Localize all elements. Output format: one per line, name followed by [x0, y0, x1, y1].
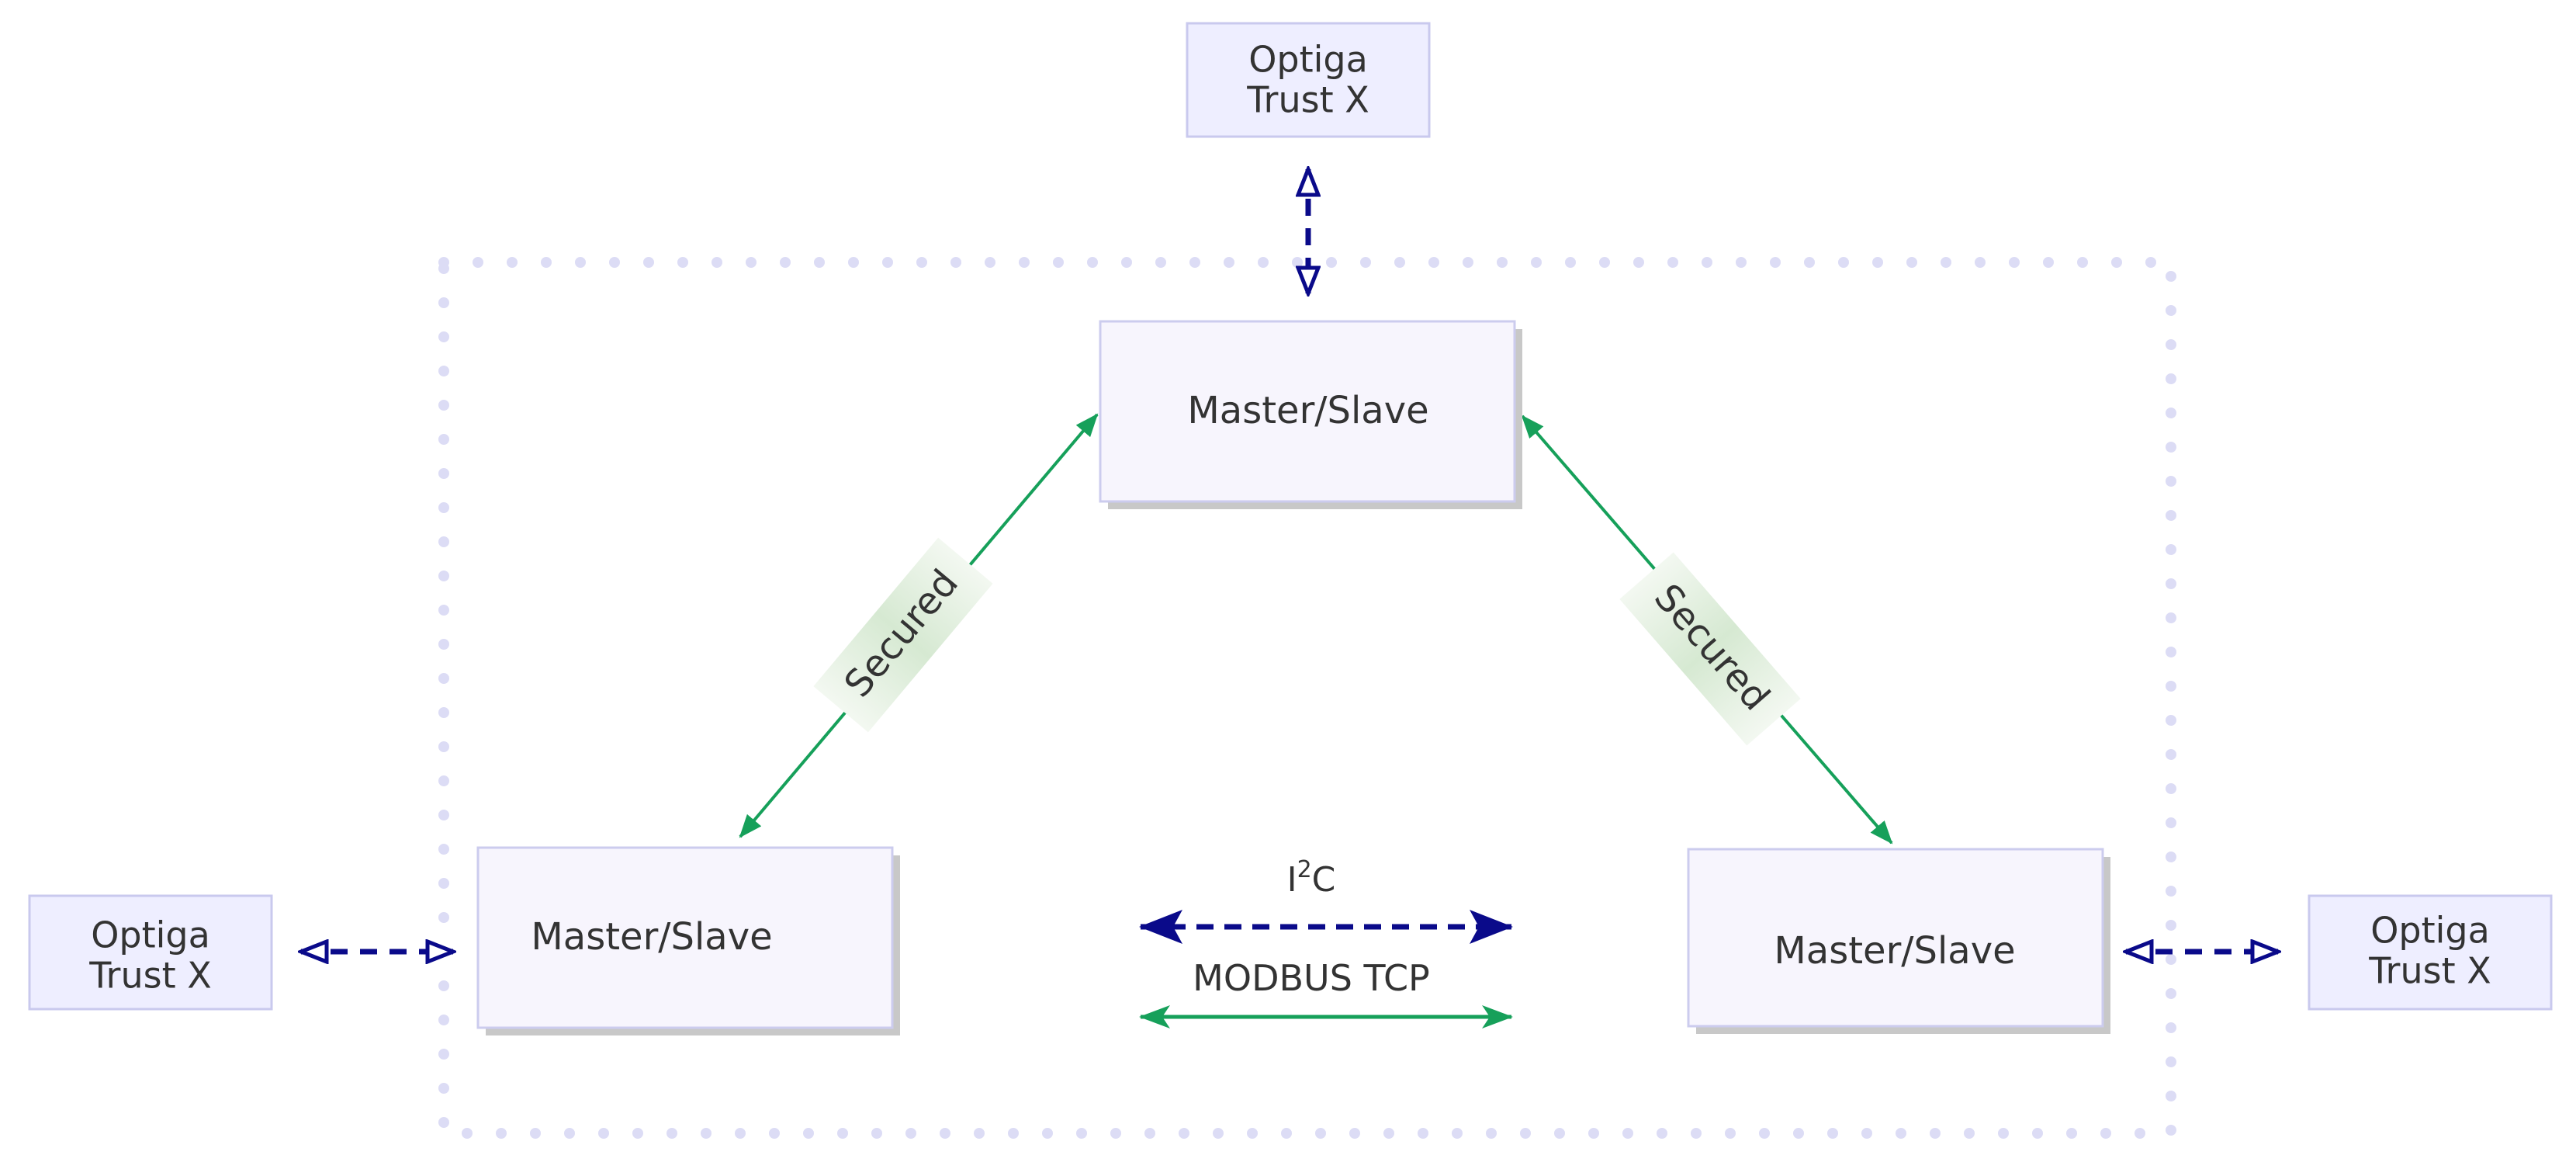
optiga-trust-x-right: Optiga Trust X	[2308, 894, 2553, 1011]
optiga-right-line1: Optiga	[2370, 910, 2490, 952]
optiga-left-line1: Optiga	[91, 914, 210, 956]
optiga-trust-x-top: Optiga Trust X	[1186, 22, 1431, 138]
legend: I2C MODBUS TCP	[1139, 856, 1513, 1029]
master-slave-node-left: Master/Slave	[476, 846, 900, 1035]
optiga-top-line1: Optiga	[1248, 39, 1368, 81]
master-slave-node-right: Master/Slave	[1687, 848, 2110, 1034]
master-slave-node-top: Master/Slave	[1099, 320, 1522, 509]
optiga-top-line2: Trust X	[1246, 79, 1369, 121]
legend-modbus-label: MODBUS TCP	[1193, 957, 1430, 999]
legend-i2c-label: I2C	[1287, 856, 1336, 900]
master-slave-left-label: Master/Slave	[531, 915, 772, 959]
secured-label-right: Secured	[1619, 552, 1801, 746]
optiga-left-line2: Trust X	[88, 955, 212, 997]
master-slave-top-label: Master/Slave	[1187, 389, 1428, 432]
secured-label-left: Secured	[813, 537, 993, 733]
master-slave-right-label: Master/Slave	[1774, 929, 2015, 973]
optiga-right-line2: Trust X	[2368, 950, 2491, 992]
optiga-trust-x-left: Optiga Trust X	[28, 894, 273, 1011]
